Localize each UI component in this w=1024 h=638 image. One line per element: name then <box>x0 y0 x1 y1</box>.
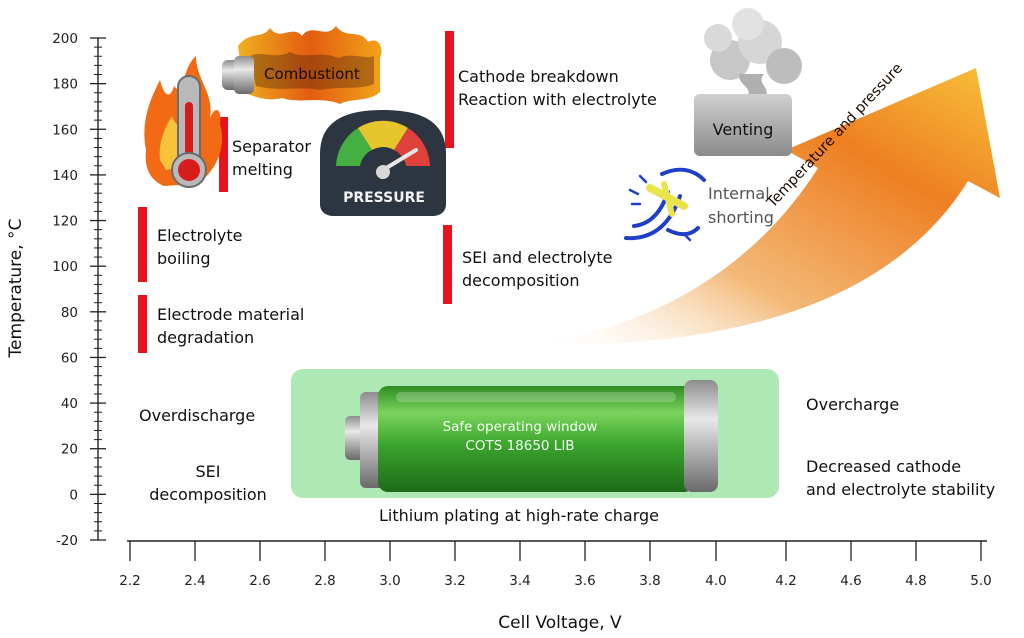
x-tick-label: 5.0 <box>970 573 991 589</box>
y-tick-label: 180 <box>52 77 78 93</box>
y-tick-label: 0 <box>69 487 78 503</box>
electrolyte-boiling-marker <box>138 207 147 282</box>
separator-label-line2: melting <box>232 160 293 179</box>
y-tick-label: 20 <box>61 442 78 458</box>
y-tick-label: 40 <box>61 396 78 412</box>
y-tick-label: 140 <box>52 168 78 184</box>
sei-electrolyte-label-line1: SEI and electrolyte <box>462 248 613 267</box>
cathode-marker <box>445 31 454 148</box>
internal-shorting-icon <box>624 167 706 242</box>
cathode-label-line1: Cathode breakdown <box>458 67 619 86</box>
overcharge-label: Overcharge <box>806 395 900 414</box>
x-tick-label: 3.6 <box>574 573 595 589</box>
y-axis-title: Temperature, °C <box>6 218 26 358</box>
electrode-degradation-marker <box>138 295 147 353</box>
electrode-degradation-label-line1: Electrode material <box>157 305 305 324</box>
y-tick-label: 120 <box>52 214 78 230</box>
thermometer-fire-icon <box>144 56 223 188</box>
combustion-icon <box>222 26 382 104</box>
electrolyte-boiling-label-line2: boiling <box>157 249 211 268</box>
battery-label-line1: Safe operating window <box>442 419 598 435</box>
sei-decomposition-label-line2: decomposition <box>149 485 267 504</box>
lithium-plating-label: Lithium plating at high-rate charge <box>379 506 659 525</box>
x-tick-label: 3.2 <box>444 573 465 589</box>
x-axis-tick-labels: 2.2 2.4 2.6 2.8 3.0 3.2 3.4 3.6 3.8 4.0 4.2 4.6 4.8 5… <box>119 573 991 589</box>
sei-electrolyte-label-line2: decomposition <box>462 271 580 290</box>
x-tick-label: 2.2 <box>119 573 140 589</box>
y-axis-ticks <box>90 37 106 541</box>
y-tick-label: 80 <box>61 305 78 321</box>
pressure-gauge-label: PRESSURE <box>343 190 425 206</box>
x-tick-label: 2.6 <box>249 573 270 589</box>
x-tick-label: 2.4 <box>184 573 205 589</box>
cathode-label-line2: Reaction with electrolyte <box>458 90 657 109</box>
overdischarge-label: Overdischarge <box>139 406 256 425</box>
combustion-label: Combustiont <box>264 65 360 83</box>
x-tick-label: 3.4 <box>509 573 530 589</box>
venting-icon <box>694 8 802 156</box>
sei-decomposition-label-line1: SEI <box>195 462 221 481</box>
venting-label: Venting <box>712 120 774 139</box>
decreased-stability-label-line2: and electrolyte stability <box>806 480 996 499</box>
internal-shorting-label-line2: shorting <box>708 208 774 227</box>
x-tick-label: 4.2 <box>775 573 796 589</box>
x-axis-ticks <box>129 541 982 561</box>
y-tick-label: -20 <box>56 533 78 549</box>
decreased-stability-label-line1: Decreased cathode <box>806 457 962 476</box>
y-tick-label: 200 <box>52 31 78 47</box>
y-tick-label: 60 <box>61 350 78 366</box>
y-tick-label: 160 <box>52 122 78 138</box>
temperature-pressure-arrow <box>522 68 1000 346</box>
x-tick-label: 3.0 <box>379 573 400 589</box>
battery-18650-icon <box>345 380 718 492</box>
separator-label-line1: Separator <box>232 137 311 156</box>
internal-shorting-label-line1: Internal <box>708 184 770 203</box>
x-tick-label: 4.6 <box>840 573 861 589</box>
y-tick-label: 100 <box>52 259 78 275</box>
pressure-gauge-icon <box>320 110 446 216</box>
electrode-degradation-label-line2: degradation <box>157 328 255 347</box>
battery-label-line2: COTS 18650 LIB <box>465 438 575 454</box>
x-tick-label: 3.8 <box>639 573 660 589</box>
separator-marker <box>219 117 228 192</box>
electrolyte-boiling-label-line1: Electrolyte <box>157 226 243 245</box>
x-tick-label: 4.8 <box>905 573 926 589</box>
x-axis-title: Cell Voltage, V <box>498 613 622 633</box>
x-tick-label: 4.0 <box>705 573 726 589</box>
sei-electrolyte-marker <box>443 225 452 304</box>
x-tick-label: 2.8 <box>314 573 335 589</box>
